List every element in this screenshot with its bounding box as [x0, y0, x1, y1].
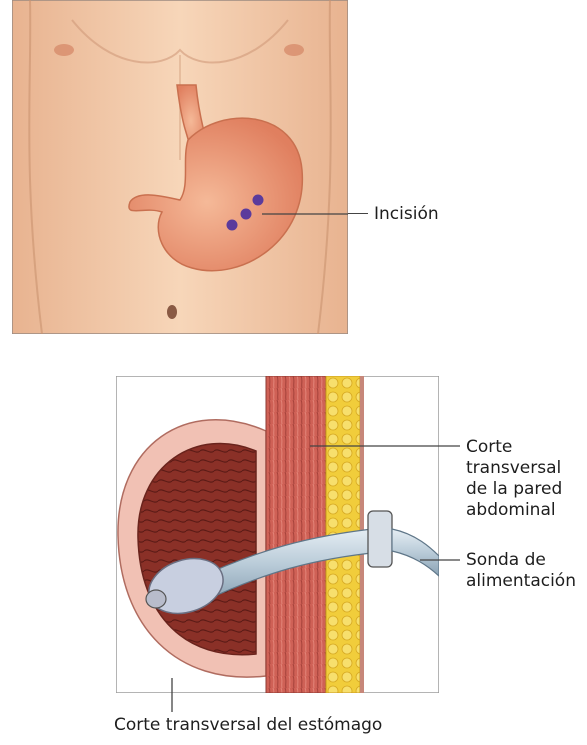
left-nipple: [54, 44, 74, 56]
right-nipple: [284, 44, 304, 56]
abdominal-wall-label-line3: de la pared: [466, 479, 562, 500]
feeding-tube-label-line1: Sonda de: [466, 550, 546, 571]
abdominal-muscle: [266, 376, 326, 693]
external-bolster: [368, 511, 392, 567]
stomach-section-label: Corte transversal del estómago: [114, 715, 382, 736]
torso-illustration: [12, 0, 348, 334]
cross-section-drawing: [116, 376, 439, 693]
incision-label: Incisión: [374, 204, 439, 225]
cross-section-illustration: [116, 376, 439, 693]
abdominal-wall-label-line1: Corte: [466, 437, 512, 458]
tube-tip: [146, 590, 166, 608]
incision-dot: [241, 209, 252, 220]
feeding-tube-label-line2: alimentación: [466, 571, 576, 592]
incision-dot: [253, 195, 264, 206]
incision-dot: [227, 220, 238, 231]
torso-drawing: [12, 0, 348, 334]
abdominal-wall-label-line4: abdominal: [466, 500, 556, 521]
navel: [167, 305, 177, 319]
incision-leader-ext: [348, 213, 368, 214]
abdominal-wall-label-line2: transversal: [466, 458, 561, 479]
